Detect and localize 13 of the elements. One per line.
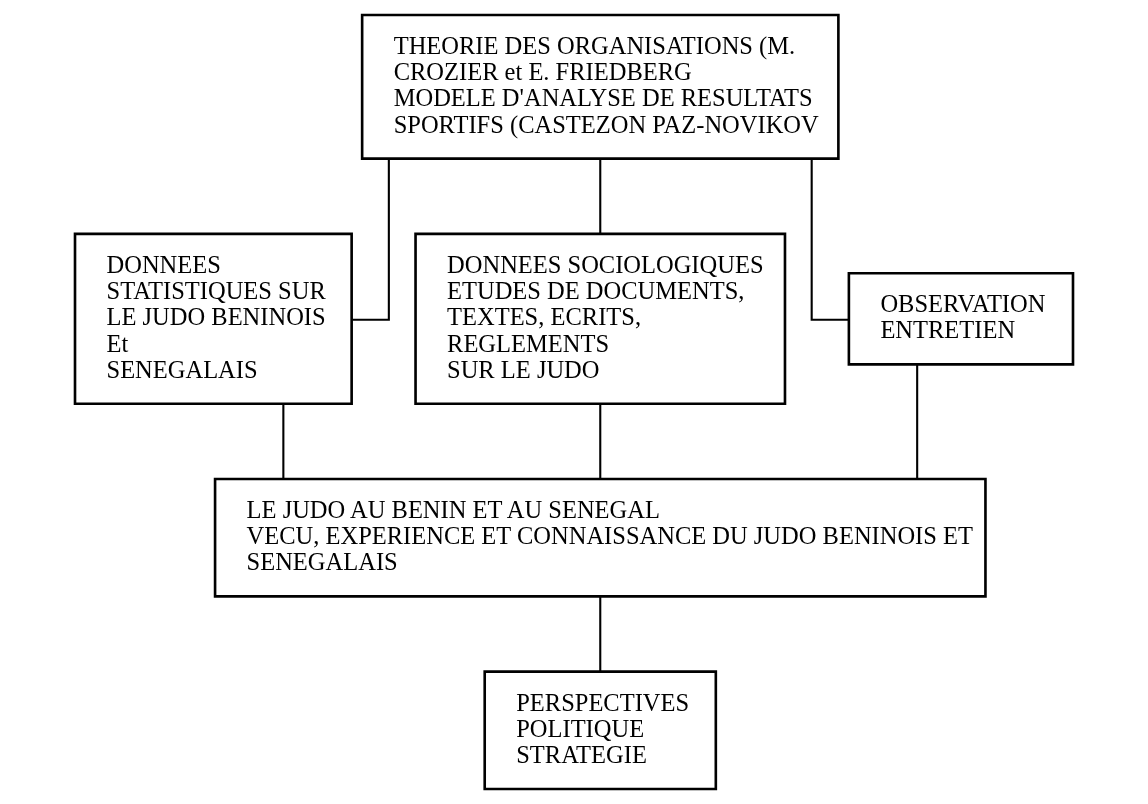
connector <box>282 404 285 479</box>
node-box: OBSERVATION ENTRETIEN <box>847 272 1075 366</box>
connector <box>352 159 390 321</box>
connector <box>916 364 919 479</box>
node-box: PERSPECTIVES POLITIQUE STRATEGIE <box>483 670 718 791</box>
connector <box>599 596 602 672</box>
node-box: THEORIE DES ORGANISATIONS (M. CROZIER et E. FRIEDBERG MODELE D'ANALYSE DE RESULTATS SPORTIFS (CASTEZON PAZ-NOVIKOV <box>360 13 840 160</box>
node-box: DONNEES STATISTIQUES SUR LE JUDO BENINOIS Et SENEGALAIS <box>73 232 353 406</box>
connector <box>810 159 849 321</box>
node-box: LE JUDO AU BENIN ET AU SENEGAL VECU, EXPERIENCE ET CONNAISSANCE DU JUDO BENINOIS ET SENEGALAIS <box>213 477 987 598</box>
connector <box>599 404 602 479</box>
node-box: DONNEES SOCIOLOGIQUES ETUDES DE DOCUMENTS, TEXTES, ECRITS, REGLEMENTS SUR LE JUDO <box>414 232 787 406</box>
connector <box>599 159 602 234</box>
